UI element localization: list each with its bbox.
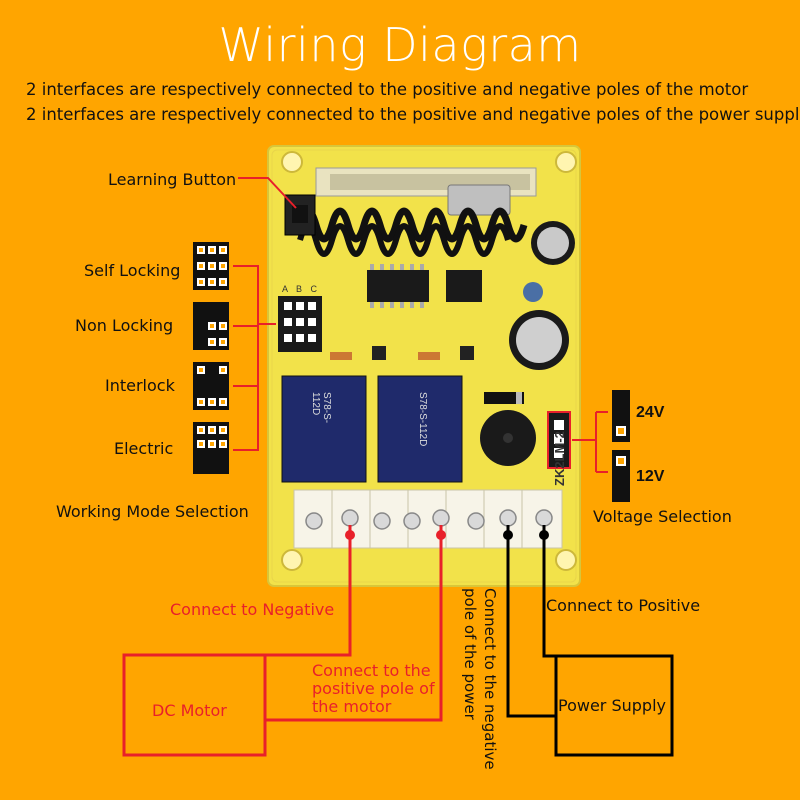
black-wires — [506, 525, 674, 757]
diode-large — [484, 392, 524, 404]
board-model: ZK2LM-2 — [552, 431, 567, 486]
voltage-selection-label: Voltage Selection — [593, 507, 732, 526]
ic-chip — [446, 270, 482, 302]
mode-bracket — [233, 265, 276, 451]
learning-button-label: Learning Button — [108, 170, 237, 189]
voltage-24v-label: 24V — [636, 404, 665, 421]
subtitle-motor: 2 interfaces are respectively connected … — [26, 80, 749, 99]
voltage-12v-icon — [612, 450, 630, 502]
ic-chip — [367, 270, 429, 302]
electric-jumper-icon — [193, 422, 229, 474]
power-supply-label: Power Supply — [558, 696, 666, 715]
dc-motor-label: DC Motor — [152, 701, 227, 720]
interlock-label: Interlock — [105, 376, 175, 395]
red-wires — [122, 525, 443, 757]
voltage-12v-label: 12V — [636, 468, 665, 485]
non-locking-jumper-icon — [193, 302, 229, 350]
connect-positive-label: Connect to Positive — [546, 596, 701, 615]
potentiometer — [523, 282, 543, 302]
subtitle-power: 2 interfaces are respectively connected … — [26, 105, 800, 124]
diode — [330, 352, 352, 360]
diode — [418, 352, 440, 360]
voltage-24v-icon — [612, 390, 630, 442]
self-locking-jumper-icon — [193, 242, 229, 290]
connect-negative-power-label: Connect to the negative pole of the powe… — [461, 588, 499, 770]
mounting-hole — [555, 549, 577, 571]
relay — [281, 375, 367, 483]
interlock-jumper-icon — [193, 362, 229, 410]
mounting-hole — [281, 549, 303, 571]
jumper-letters: A B C — [282, 284, 321, 294]
relay — [377, 375, 463, 483]
learning-button-pointer — [238, 177, 297, 209]
crystal — [447, 184, 511, 216]
connect-negative-label: Connect to Negative — [170, 600, 335, 619]
antenna-coil — [296, 207, 528, 243]
working-mode-selection-label: Working Mode Selection — [56, 502, 249, 521]
relay-text: S78-S-112D — [310, 392, 332, 424]
self-locking-label: Self Locking — [84, 261, 181, 280]
mounting-hole — [555, 151, 577, 173]
electric-label: Electric — [114, 439, 174, 458]
non-locking-label: Non Locking — [75, 316, 174, 335]
voltage-bracket — [572, 411, 608, 473]
terminal-block — [293, 489, 563, 549]
connect-positive-motor-label: Connect to the positive pole of the moto… — [312, 661, 435, 716]
mounting-hole — [281, 151, 303, 173]
relay-text: S78-S-112D — [417, 392, 428, 447]
page-title: Wiring Diagram — [218, 18, 582, 72]
